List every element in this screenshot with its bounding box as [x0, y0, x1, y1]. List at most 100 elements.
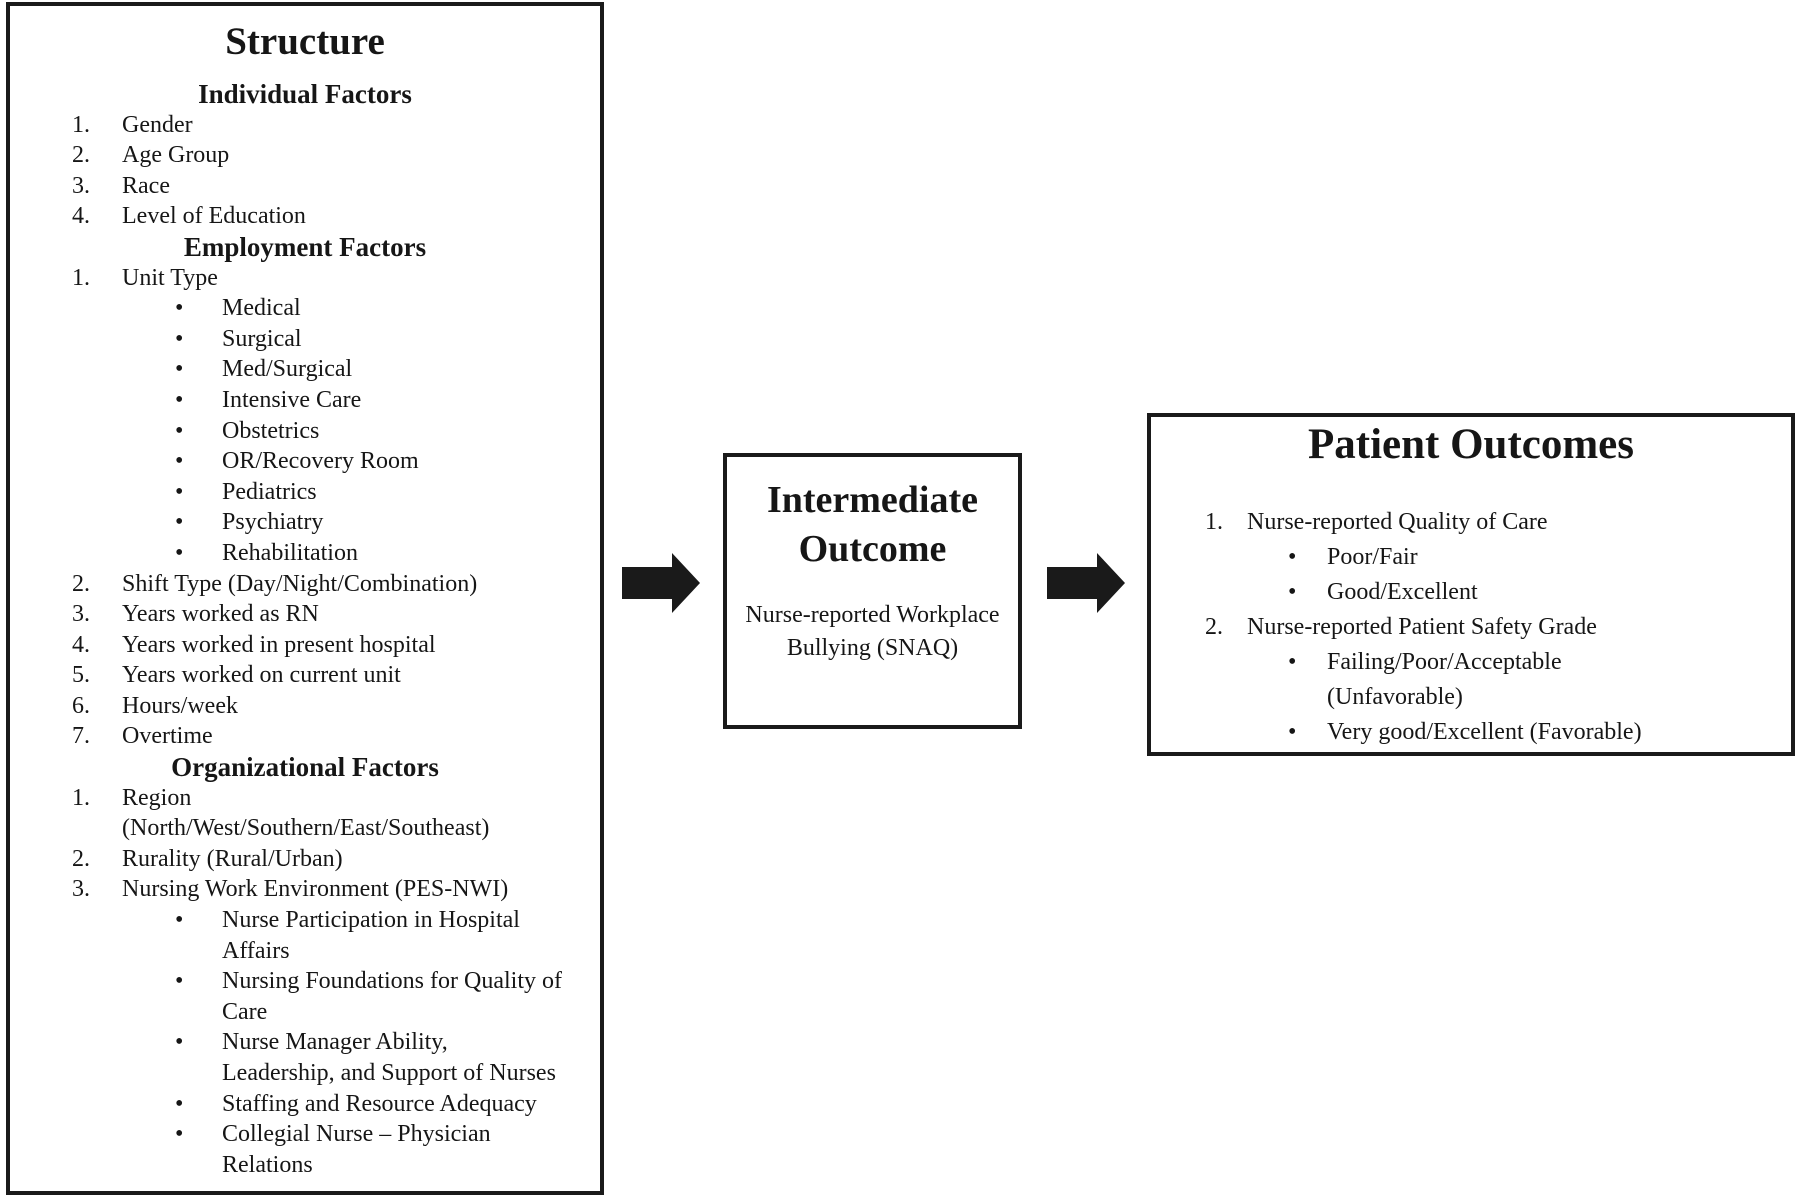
list-number: 5. [72, 662, 90, 689]
bullet-icon: • [175, 1090, 184, 1117]
list-line: • Rehabilitation [10, 538, 600, 569]
line-text: Nurse Participation in Hospital [222, 907, 520, 934]
list-line: • Nurse Participation in Hospital [10, 905, 600, 936]
list-line: •Med/Surgical [10, 354, 600, 385]
line-text: Nursing Foundations for Quality of [222, 968, 562, 995]
section-header: Employment Factors [10, 232, 600, 263]
list-number: 6. [72, 692, 90, 719]
line-text: Years worked in present hospital [122, 631, 436, 658]
list-line: • Staffing and Resource Adequacy [10, 1089, 600, 1120]
list-line: 5. Years worked on current unit [10, 660, 600, 691]
line-text: (North/West/Southern/East/Southeast) [122, 815, 490, 842]
list-line: Care [10, 997, 600, 1028]
line-text: Psychiatry [222, 509, 324, 536]
list-line: •Surgical [10, 324, 600, 355]
line-text: Affairs [222, 937, 290, 964]
list-number: 2. [72, 570, 90, 597]
list-number: 2. [1205, 614, 1223, 640]
bullet-icon: • [1288, 649, 1297, 675]
list-line: •Medical [10, 293, 600, 324]
patient-outcomes-box: Patient Outcomes 1.Nurse-reported Qualit… [1147, 413, 1795, 756]
line-text: Gender [122, 111, 193, 138]
line-text: Nurse Manager Ability, [222, 1029, 448, 1056]
list-line: 1.Region [10, 783, 600, 814]
line-text: Surgical [222, 325, 302, 352]
bullet-icon: • [175, 509, 184, 536]
line-text: Leadership, and Support of Nurses [222, 1060, 556, 1086]
list-number: 1. [1205, 509, 1223, 535]
list-number: 7. [72, 723, 90, 750]
line-text: Years worked on current unit [122, 662, 401, 689]
list-line: •OR/Recovery Room [10, 446, 600, 477]
list-line: • Obstetrics [10, 416, 600, 447]
line-text: Race [122, 172, 170, 199]
list-line: 2. Nurse-reported Patient Safety Grade [1151, 610, 1791, 645]
line-text: Shift Type (Day/Night/Combination) [122, 570, 478, 597]
list-line: 6. Hours/week [10, 691, 600, 722]
list-number: 4. [72, 631, 90, 658]
list-line: Leadership, and Support of Nurses [10, 1058, 600, 1089]
list-line: 1.Nurse-reported Quality of Care [1151, 505, 1791, 540]
list-number: 4. [72, 203, 90, 230]
line-text: Poor/Fair [1327, 544, 1418, 570]
list-line: •Collegial Nurse – Physician [10, 1119, 600, 1150]
list-line: (Unfavorable) [1151, 680, 1791, 715]
section-header: Individual Factors [10, 79, 600, 110]
list-number: 1. [72, 264, 90, 291]
bullet-icon: • [175, 417, 184, 444]
line-text: Rehabilitation [222, 539, 358, 566]
line-text: Staffing and Resource Adequacy [222, 1090, 537, 1117]
structure-box-title: Structure [225, 20, 385, 63]
line-text: Medical [222, 295, 301, 322]
bullet-icon: • [175, 1029, 184, 1056]
list-line: •Failing/Poor/Acceptable [1151, 645, 1791, 680]
line-text: Individual Factors [198, 79, 412, 109]
list-line: 1.Gender [10, 110, 600, 141]
line-text: Obstetrics [222, 417, 320, 444]
line-text: Intensive Care [222, 386, 362, 413]
bullet-icon: • [175, 478, 184, 505]
bullet-icon: • [175, 539, 184, 566]
line-text: Hours/week [122, 692, 238, 719]
line-text: Nurse-reported Patient Safety Grade [1247, 614, 1597, 640]
line-text: Years worked as RN [122, 601, 319, 628]
list-number: 3. [72, 876, 90, 903]
list-line: • Nurse Manager Ability, [10, 1027, 600, 1058]
list-line: 4. Years worked in present hospital [10, 630, 600, 661]
line-text: Pediatrics [222, 478, 317, 505]
list-line: •Very good/Excellent (Favorable) [1151, 715, 1791, 750]
list-line: Affairs [10, 936, 600, 967]
list-line: 2. Age Group [10, 140, 600, 171]
line-text: Collegial Nurse – Physician [222, 1121, 491, 1148]
bullet-icon: • [175, 907, 184, 934]
right-arrow-icon [1047, 553, 1125, 613]
bullet-icon: • [175, 968, 184, 995]
list-line: • Psychiatry [10, 507, 600, 538]
bullet-icon: • [175, 356, 184, 383]
intermediate-box-body: Nurse-reported Workplace Bullying (SNAQ) [745, 602, 1000, 661]
line-text: Unit Type [122, 264, 218, 291]
list-line: 4. Level of Education [10, 201, 600, 232]
list-line: • Pediatrics [10, 477, 600, 508]
line-text: Nursing Work Environment (PES-NWI) [122, 876, 509, 903]
line-text: Overtime [122, 723, 213, 750]
line-text: Age Group [122, 142, 230, 169]
list-line: •Intensive Care [10, 385, 600, 416]
list-line: 1. Unit Type [10, 263, 600, 294]
line-text: Employment Factors [183, 231, 427, 262]
line-text: Organizational Factors [171, 752, 439, 783]
intermediate-box-title: Intermediate Outcome [766, 479, 979, 570]
line-text: Care [222, 998, 268, 1025]
list-line: •Good/Excellent [1151, 575, 1791, 610]
list-line: 7. Overtime [10, 721, 600, 752]
right-arrow-icon [622, 553, 700, 613]
list-number: 2. [72, 142, 90, 169]
line-text: Level of Education [122, 203, 306, 230]
list-line: 3.Race [10, 171, 600, 202]
list-line: 3.Years worked as RN [10, 599, 600, 630]
bullet-icon: • [175, 448, 184, 475]
list-line: 2.Rurality (Rural/Urban) [10, 844, 600, 875]
